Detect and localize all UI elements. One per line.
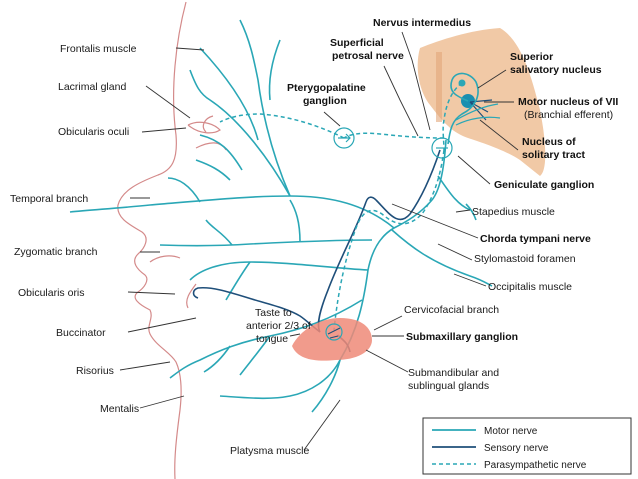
legend-parasympathetic-label: Parasympathetic nerve xyxy=(484,460,587,471)
label-superficial-petrosal-2: petrosal nerve xyxy=(332,50,404,62)
label-nucleus-solitary-1: Nucleus of xyxy=(522,136,576,148)
label-motor-nucleus-1: Motor nucleus of VII xyxy=(518,96,618,108)
legend: Motor nerve Sensory nerve Parasympatheti… xyxy=(422,417,632,475)
label-stapedius: Stapedius muscle xyxy=(472,206,555,218)
label-nervus-intermedius: Nervus intermedius xyxy=(373,17,471,29)
geniculate-ganglion xyxy=(431,137,453,159)
ganglia xyxy=(333,127,453,159)
brainstem xyxy=(417,28,546,176)
label-submandibular-1: Submandibular and xyxy=(408,367,499,379)
label-obicularis-oculi: Obicularis oculi xyxy=(58,126,129,138)
label-taste-2: anterior 2/3 of xyxy=(246,320,311,332)
label-occipitalis: Occipitalis muscle xyxy=(488,281,572,293)
parasympathetic-nerve-paths xyxy=(219,82,463,331)
submandibular-gland xyxy=(292,318,372,361)
label-zygomatic: Zygomatic branch xyxy=(14,246,98,258)
label-pterygopalatine-2: ganglion xyxy=(303,95,347,107)
submaxillary-ganglion xyxy=(325,323,343,341)
label-taste-3: tongue xyxy=(256,333,288,345)
legend-box xyxy=(422,417,632,475)
label-mentalis: Mentalis xyxy=(100,403,139,415)
labels: Nervus intermedius Superficial petrosal … xyxy=(10,17,618,457)
legend-motor-label: Motor nerve xyxy=(484,426,538,437)
legend-sensory-label: Sensory nerve xyxy=(484,443,549,454)
label-buccinator: Buccinator xyxy=(56,327,106,339)
nuclei xyxy=(455,79,501,126)
label-cervicofacial: Cervicofacial branch xyxy=(404,304,499,316)
label-frontalis: Frontalis muscle xyxy=(60,43,137,55)
pterygopalatine-ganglion xyxy=(333,127,355,149)
label-chorda: Chorda tympani nerve xyxy=(480,233,591,245)
label-stylomastoid: Stylomastoid foramen xyxy=(474,253,576,265)
label-platysma: Platysma muscle xyxy=(230,445,310,457)
label-taste-1: Taste to xyxy=(255,307,292,319)
label-nucleus-solitary-2: solitary tract xyxy=(522,149,586,161)
leader-lines xyxy=(119,31,519,451)
label-geniculate: Geniculate ganglion xyxy=(494,179,594,191)
label-lacrimal: Lacrimal gland xyxy=(58,81,126,93)
label-submaxillary: Submaxillary ganglion xyxy=(406,331,518,343)
label-superior-salivatory-1: Superior xyxy=(510,51,553,63)
face-outline xyxy=(117,1,227,479)
label-obicularis-oris: Obicularis oris xyxy=(18,287,85,299)
label-superficial-petrosal-1: Superficial xyxy=(330,37,384,49)
label-superior-salivatory-2: salivatory nucleus xyxy=(510,64,602,76)
label-temporal: Temporal branch xyxy=(10,193,88,205)
label-pterygopalatine-1: Pterygopalatine xyxy=(287,82,366,94)
label-motor-nucleus-2: (Branchial efferent) xyxy=(524,109,613,121)
label-submandibular-2: sublingual glands xyxy=(408,380,489,392)
motor-nerve-paths xyxy=(69,19,493,413)
label-risorius: Risorius xyxy=(76,365,114,377)
